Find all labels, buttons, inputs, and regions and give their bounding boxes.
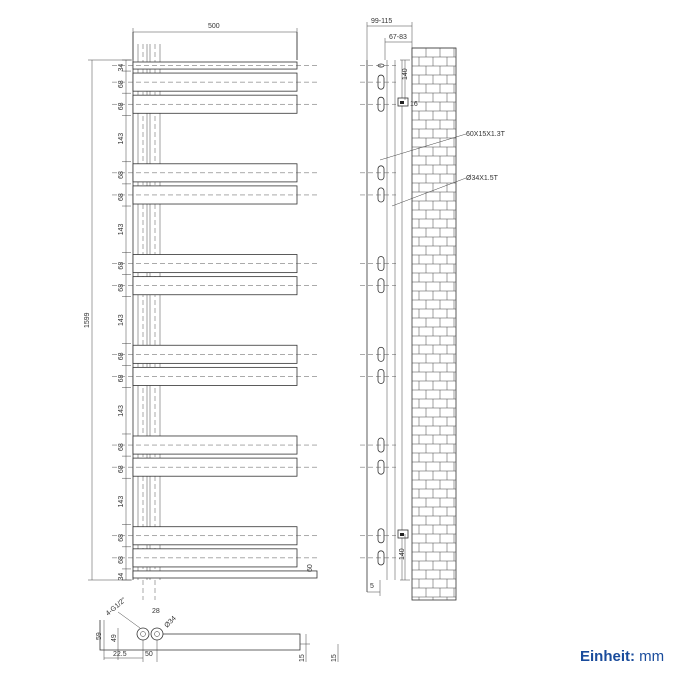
unit-value: mm [639, 648, 665, 665]
unit-key: Einheit: [580, 648, 635, 665]
side-dimension-label: 68 [118, 80, 125, 88]
bottom-outline [99, 620, 301, 651]
offset-label: 22.5 [113, 651, 127, 658]
side-dimension-label: 143 [118, 405, 125, 417]
bottom-bracket-screw [400, 533, 404, 536]
bracket-label: 16 [410, 101, 418, 108]
h2-label: 49 [111, 634, 118, 642]
pipe-label: Ø34 [163, 615, 177, 629]
top-bracket-screw [400, 101, 404, 104]
side-dimension-chain: 34 68 68 143 68 68 143 68 68 143 68 68 143 68 68 143 68 6… [118, 59, 131, 581]
side-dimension-label: 68 [118, 171, 125, 179]
unit-legend: Einheit: mm [580, 648, 664, 665]
side-dimension-label: 34 [118, 573, 125, 581]
depth-label: 99-115 [371, 18, 392, 25]
side-dimension-label: 68 [118, 352, 125, 360]
bottom-height-label: 15 [299, 654, 306, 662]
side-profile-bars [360, 63, 396, 566]
side-dimension-label: 68 [118, 443, 125, 451]
side-dimension-label: 68 [118, 262, 125, 270]
side-dimension-label: 68 [118, 102, 125, 110]
side-dimension-label: 68 [118, 465, 125, 473]
front-view: 500 1599 34 68 68 143 68 68 143 68 68 143 68 68 143 6… [84, 23, 318, 600]
bottom-view: 4-G1/2" 28 Ø34 59 49 22.5 50 15 15 [96, 596, 339, 662]
side-dimension-label: 68 [118, 534, 125, 542]
top-label: 140 [402, 68, 409, 80]
tube1-label: 60X15X1.3T [466, 131, 506, 138]
side-dimension-label: 68 [118, 375, 125, 383]
radiator-bars [112, 61, 318, 579]
height-label: 1599 [84, 312, 91, 328]
side-dimension-label: 68 [118, 193, 125, 201]
side-dimension-label: 34 [118, 64, 125, 72]
side-dimension-label: 143 [118, 133, 125, 145]
right-label: 60 [307, 564, 314, 572]
side-dimension-label: 143 [118, 314, 125, 326]
bottom-radiator-bar [132, 570, 318, 579]
thread-label: 4-G1/2" [105, 596, 128, 617]
right-connection [150, 627, 164, 641]
brick-wall [411, 47, 457, 601]
side-dimension-label: 143 [118, 223, 125, 235]
bottom-label: 140 [399, 548, 406, 560]
left-connection [136, 627, 150, 641]
inner-depth-label: 67-83 [389, 34, 407, 41]
gap-label: 28 [152, 608, 160, 615]
h1-label: 59 [96, 632, 103, 640]
brick-pattern [412, 47, 456, 600]
side-dimension-label: 68 [118, 284, 125, 292]
bottom-height2-label: 15 [331, 654, 338, 662]
side-dimension-label: 143 [118, 496, 125, 508]
spacing-label: 50 [145, 651, 153, 658]
tube2-label: Ø34X1.5T [466, 175, 499, 182]
side-dimension-label: 68 [118, 556, 125, 564]
foot-label: 5 [370, 583, 374, 590]
side-view: 99-115 67-83 140 16 60X15X1.3T Ø34X1.5T … [360, 18, 506, 601]
width-label: 500 [208, 23, 220, 30]
